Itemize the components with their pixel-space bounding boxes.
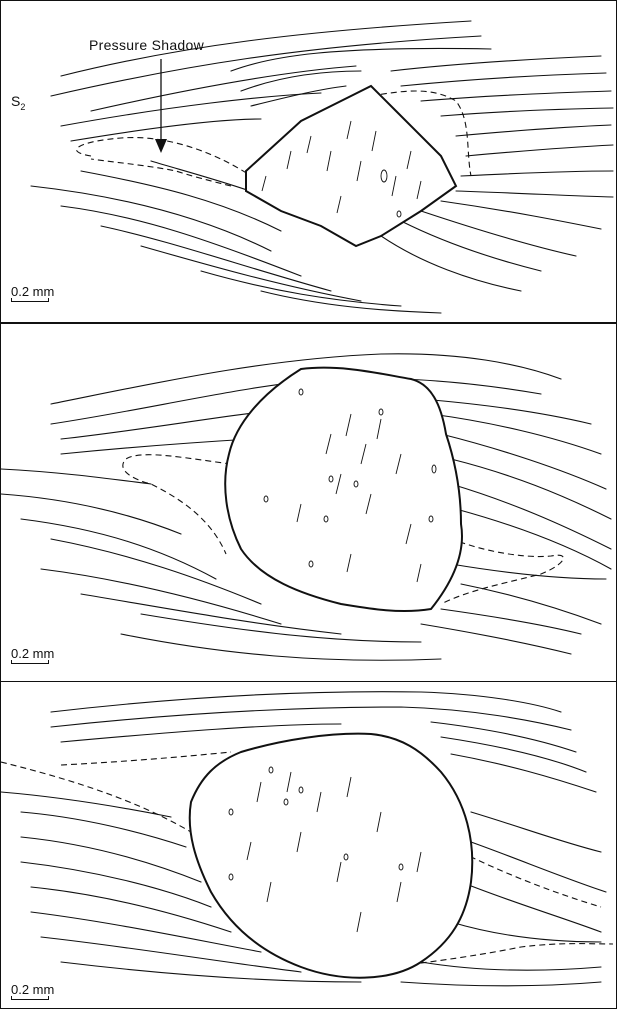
foliation-drawing-bottom (1, 682, 617, 1009)
foliation-letter: S (11, 93, 20, 109)
scale-bar-line (11, 660, 49, 664)
pressure-shadow-arrow (155, 59, 167, 153)
scale-bar-top: 0.2 mm (11, 284, 54, 299)
porphyroclast-grain-middle (225, 368, 462, 611)
scale-bar-line (11, 996, 49, 1000)
porphyroclast-grain-bottom (190, 734, 473, 978)
panel-middle: 0.2 mm (0, 323, 617, 683)
panel-top: Pressure Shadow S2 0.2 mm (0, 0, 617, 323)
foliation-drawing-middle (1, 324, 617, 683)
scale-bar-bottom: 0.2 mm (11, 982, 54, 997)
foliation-subscript: 2 (20, 102, 25, 112)
panel-bottom: 0.2 mm (0, 681, 617, 1009)
scale-label: 0.2 mm (11, 982, 54, 997)
porphyroclast-grain (246, 86, 456, 246)
foliation-label: S2 (11, 93, 25, 112)
pressure-shadow-label: Pressure Shadow (89, 37, 204, 53)
scale-label: 0.2 mm (11, 284, 54, 299)
scale-bar-middle: 0.2 mm (11, 646, 54, 661)
scale-bar-line (11, 298, 49, 302)
scale-label: 0.2 mm (11, 646, 54, 661)
